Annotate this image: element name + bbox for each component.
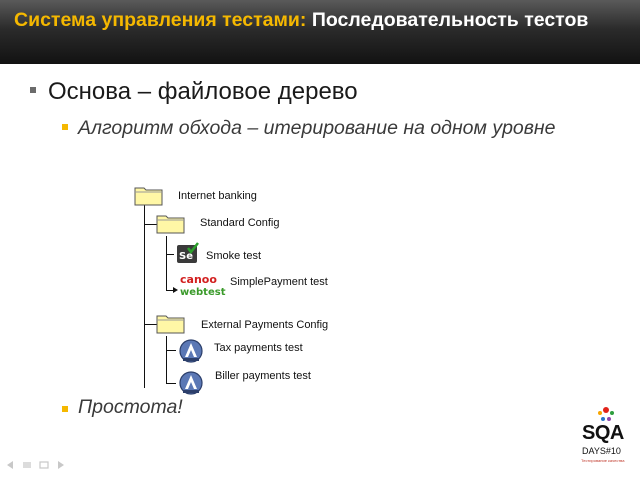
tree-connector: [166, 383, 176, 384]
tree-connector: [166, 290, 174, 291]
tree-item-simplepayment-test: SimplePayment test: [230, 276, 328, 288]
slide-nav: [4, 459, 66, 471]
tree-item-smoke-test: Smoke test: [206, 250, 262, 262]
tree-connector: [144, 324, 158, 325]
svg-text:Se: Se: [179, 251, 193, 262]
sqa-logo-mark-icon: [598, 407, 614, 421]
tree-connector: [166, 254, 174, 255]
tree-connector: [144, 200, 145, 388]
canoo-logo: canoo: [180, 273, 217, 286]
bullet-level2-text: Алгоритм обхода – итерирование на одном …: [78, 117, 556, 139]
prev-slide-icon[interactable]: [4, 459, 16, 471]
next-slide-icon[interactable]: [55, 459, 67, 471]
file-tree: Internet banking Standard Config Se Smok…: [118, 178, 358, 395]
sqa-logo-caption: Тестирование качества: [581, 458, 625, 463]
webtest-logo: webtest: [180, 287, 226, 298]
bullet-level2: Алгоритм обхода – итерирование на одном …: [62, 114, 582, 142]
bullet-level2-last: Простота!: [62, 396, 183, 419]
folder-icon: [156, 215, 185, 234]
selenium-icon: Se: [177, 242, 199, 263]
slide-title-accent: Система управления тестами:: [14, 9, 307, 31]
tree-item-tax-payments-test: Tax payments test: [214, 342, 303, 354]
tree-connector: [166, 336, 167, 384]
tree-item-biller-payments-test: Biller payments test: [215, 370, 311, 382]
folder-icon: [134, 187, 163, 206]
tree-connector: [166, 350, 176, 351]
sqa-logo-days: DAYS#10: [582, 446, 621, 456]
sqa-logo-text: SQA: [582, 422, 624, 444]
tree-connector: [166, 236, 167, 290]
tree-item-standard-config: Standard Config: [200, 217, 280, 229]
autotest-icon: [179, 371, 203, 395]
folder-icon: [156, 315, 185, 334]
bullet-level1: Основа – файловое дерево: [30, 78, 358, 106]
sqa-days-logo: SQA DAYS#10 Тестирование качества: [578, 404, 632, 468]
tree-item-external-payments-config: External Payments Config: [201, 319, 329, 331]
slide-title-main: Последовательность тестов: [306, 9, 589, 31]
slide-menu-icon[interactable]: [21, 459, 33, 471]
tree-arrow: [173, 287, 178, 293]
bullet-marker: [62, 124, 68, 130]
tree-connector: [144, 224, 158, 225]
bullet-level2-last-text: Простота!: [78, 396, 183, 418]
bullet-level1-text: Основа – файловое дерево: [48, 78, 358, 105]
bullet-marker: [62, 406, 68, 412]
slide-title: Система управления тестами: Последовател…: [0, 0, 640, 64]
slide-view-icon[interactable]: [38, 459, 50, 471]
autotest-icon: [179, 339, 203, 363]
bullet-marker: [30, 86, 36, 93]
tree-item-internet-banking: Internet banking: [178, 190, 257, 202]
